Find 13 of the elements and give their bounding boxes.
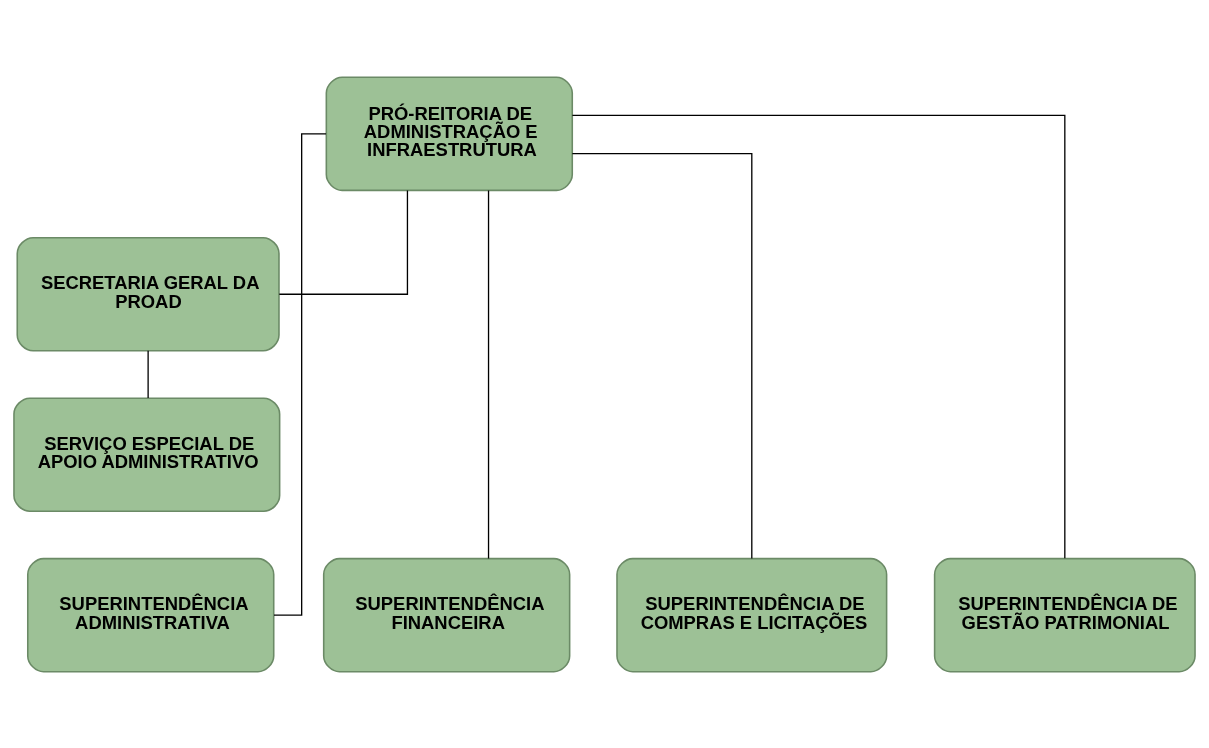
node-box: SUPERINTENDÊNCIA ADMINISTRATIVA — [27, 557, 275, 673]
node-box: SUPERINTENDÊNCIA DE GESTÃO PATRIMONIAL — [933, 557, 1196, 673]
node-box: PRÓ-REITORIA DE ADMINISTRAÇÃO E INFRAESTRUTURA — [325, 75, 574, 191]
connector — [147, 349, 149, 399]
connector — [571, 114, 1066, 559]
connector — [571, 152, 753, 559]
connector — [487, 189, 490, 559]
node-box: SERVIÇO ESPECIAL DE APOIO ADMINISTRATIVO — [13, 396, 281, 512]
node-box: SECRETARIA GERAL DA PROAD — [16, 236, 280, 352]
connector — [273, 132, 327, 616]
node-box: SUPERINTENDÊNCIA FINANCEIRA — [322, 557, 571, 673]
node-box: SUPERINTENDÊNCIA DE COMPRAS E LICITAÇÕES — [616, 557, 888, 673]
connector — [278, 189, 409, 295]
